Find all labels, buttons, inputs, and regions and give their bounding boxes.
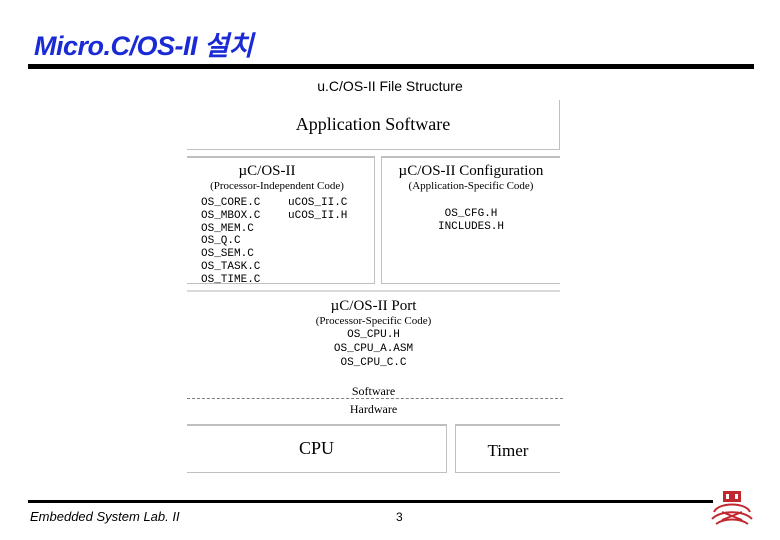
core-box: µC/OS-II (Processor-Independent Code) OS… [187,156,375,287]
title-divider [28,64,754,69]
file-structure-diagram: Application Software µC/OS-II (Processor… [187,100,563,474]
application-software-label: Application Software [295,114,451,134]
cpu-box: CPU [187,424,447,473]
page-number: 3 [396,510,403,524]
configuration-file: OS_CFG.H [444,208,498,220]
configuration-box: µC/OS-II Configuration (Application-Spec… [381,156,560,284]
core-title: µC/OS-II [238,163,296,179]
core-file: OS_TIME.C [201,273,261,286]
port-file: OS_CPU.H [347,329,400,341]
software-label: Software [351,384,396,398]
university-emblem-icon [711,491,753,525]
footer-lab-name: Embedded System Lab. II [30,509,180,524]
port-file: OS_CPU_A.ASM [333,343,414,355]
core-file-list: OS_CORE.C OS_MBOX.C OS_MEM.C OS_Q.C OS_S… [201,197,260,287]
core-file: OS_MBOX.C [201,209,261,222]
timer-box: Timer [455,424,560,473]
diagram-caption: u.C/OS-II File Structure [317,78,463,94]
hardware-label: Hardware [349,402,398,416]
core-file: OS_MEM.C [201,222,254,235]
configuration-subtitle: (Application-Specific Code) [408,180,534,192]
configuration-title: µC/OS-II Configuration [398,163,544,179]
port-title: µC/OS-II Port [330,298,417,314]
port-subtitle: (Processor-Specific Code) [315,315,432,327]
configuration-file: INCLUDES.H [437,221,504,233]
core-file-list-2: uCOS_II.C uCOS_II.H [288,197,347,223]
application-software-box: Application Software [187,100,560,150]
port-file-list: OS_CPU.H OS_CPU_A.ASM OS_CPU_C.C [187,328,560,370]
port-box: µC/OS-II Port (Processor-Specific Code) … [187,290,560,382]
core-file: uCOS_II.C [288,197,348,209]
core-subtitle: (Processor-Independent Code) [210,180,344,192]
slide-title: Micro.C/OS-II 설치 [34,31,253,61]
core-file: OS_TASK.C [201,260,261,273]
timer-label: Timer [487,441,529,460]
core-file: uCOS_II.H [288,209,348,222]
port-file: OS_CPU_C.C [340,357,407,369]
core-file: OS_CORE.C [201,197,261,209]
core-file: OS_Q.C [201,235,241,248]
core-file: OS_SEM.C [201,248,254,261]
software-hardware-divider [187,398,563,399]
configuration-file-list: OS_CFG.H INCLUDES.H [382,208,560,234]
footer-divider [28,500,713,503]
cpu-label: CPU [298,438,334,458]
